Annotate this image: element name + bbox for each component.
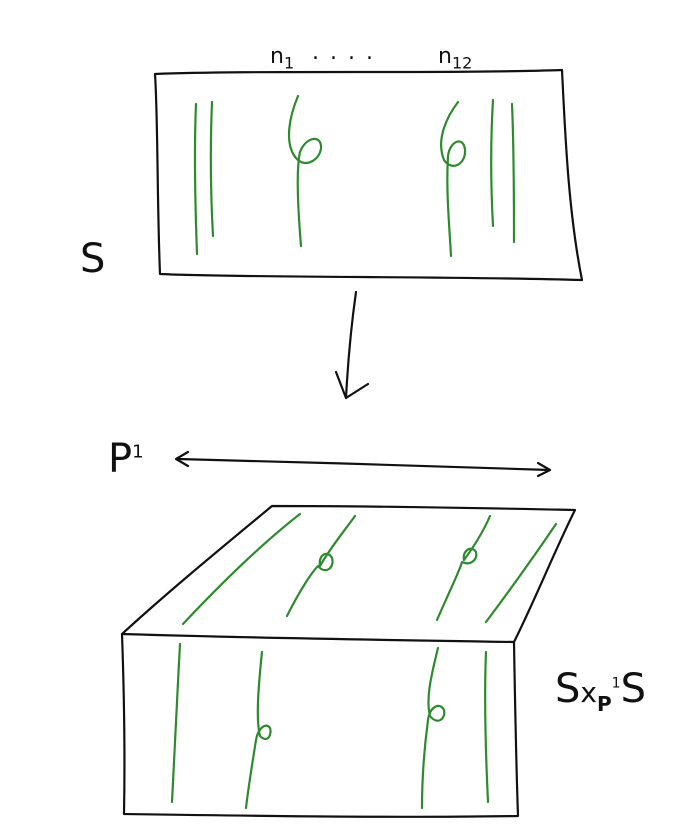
nodal-fiber-left: [287, 94, 323, 248]
base-arrowhead-left: [174, 450, 190, 468]
base-arrowhead-right: [536, 461, 552, 478]
surface-s-rectangle: [153, 68, 584, 282]
nodal-fiber-right: [440, 100, 467, 258]
fiber-line-3: [490, 98, 495, 228]
top-face-fiber-1: [181, 512, 302, 626]
base-label: P1: [108, 436, 144, 482]
node-label-dots: . . . .: [312, 40, 375, 65]
top-face-nodal-fiber-right: [435, 514, 492, 622]
fiber-product-label: SxP1S: [555, 666, 646, 716]
projection-arrowhead: [334, 370, 370, 400]
node-label-n12: n12: [438, 44, 473, 73]
fiber-line-1: [193, 102, 199, 256]
fiber-line-2: [209, 100, 215, 238]
product-front-face: [120, 632, 520, 818]
node-label-n1: n1: [270, 44, 295, 73]
top-face-fiber-2: [484, 522, 558, 624]
fiber-line-4: [510, 102, 516, 244]
front-face-fiber-1: [170, 642, 182, 804]
base-line-arrow: [176, 457, 552, 472]
top-face-nodal-fiber-left: [285, 514, 357, 618]
surface-label: S: [80, 236, 106, 282]
product-top-face: [120, 504, 577, 644]
front-face-nodal-fiber-right: [420, 646, 446, 810]
front-face-nodal-fiber-left: [244, 650, 272, 810]
front-face-fiber-2: [484, 650, 490, 804]
projection-arrow: [344, 290, 358, 400]
